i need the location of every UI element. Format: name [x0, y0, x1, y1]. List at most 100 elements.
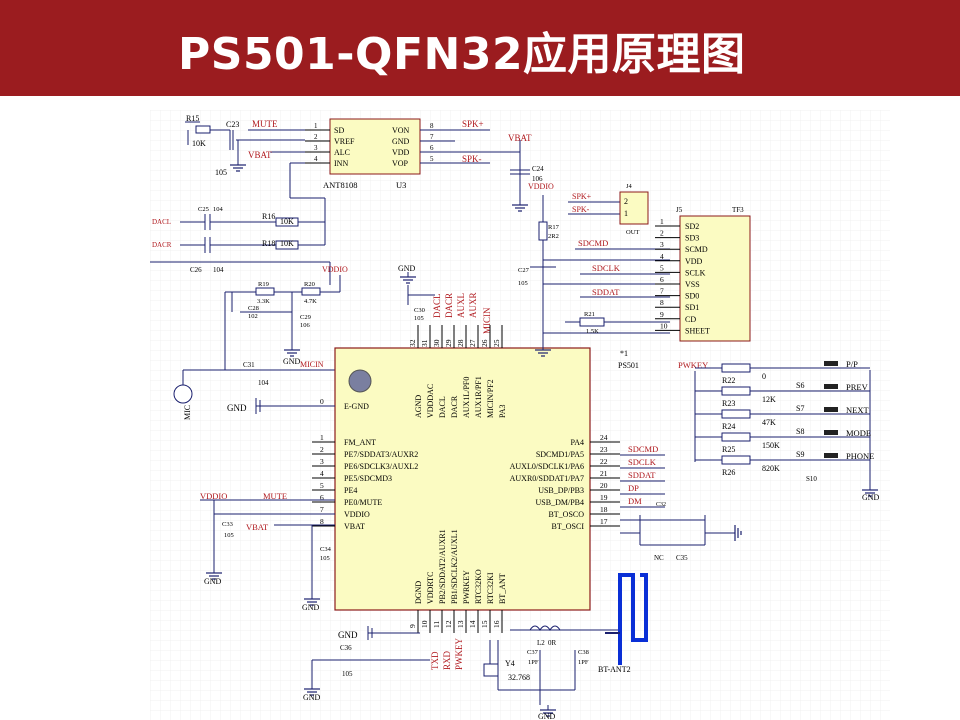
chip-pin-number: 32 — [408, 339, 417, 347]
chip-pin-number: 22 — [600, 457, 608, 466]
net-sddat-tf: SDDAT — [592, 287, 620, 297]
chip-pin-number: 23 — [600, 445, 608, 454]
gnd-label-keys: GND — [862, 493, 880, 502]
tf-pin-number: 6 — [660, 275, 664, 284]
chip-pin-number: 9 — [408, 624, 417, 628]
l2-ref: L2 — [537, 639, 545, 647]
resistor-r19 — [255, 287, 275, 296]
microphone-icon — [173, 384, 193, 404]
connector-j4 — [619, 191, 649, 225]
key-function: MODE — [846, 428, 871, 438]
amp-pin-name: INN — [334, 159, 348, 168]
net-dacr-left: DACR — [152, 241, 172, 249]
c33-value: 105 — [224, 532, 234, 539]
net-vbat-amp2: VBAT — [508, 133, 532, 143]
c37-ref: C37 — [527, 649, 539, 656]
amp-pin-name: VOP — [392, 159, 409, 168]
r21-value: 1.5K — [586, 328, 599, 335]
r19-ref: R19 — [258, 281, 269, 288]
tf-pin-name: SCLK — [685, 268, 706, 277]
amp-ref: U3 — [396, 180, 406, 190]
chip-pin-name: MICIN/PF2 — [486, 379, 495, 418]
tf-pin-number: 2 — [660, 229, 664, 238]
right-wiring — [620, 454, 730, 546]
key-resistor-value: 820K — [762, 464, 780, 473]
chip-pin-number: 25 — [492, 339, 501, 347]
tf-pin-name: SD2 — [685, 222, 699, 231]
r17-value: 2R2 — [548, 233, 559, 240]
y4-value: 32.768 — [508, 673, 530, 682]
gnd-label-mic: GND — [283, 357, 301, 366]
key-resistor-ref: R22 — [722, 376, 735, 385]
c23-value: 105 — [215, 168, 227, 177]
r20-value: 4.7K — [304, 298, 317, 305]
c31-ref: C31 — [243, 361, 255, 369]
c29-value: 106 — [300, 322, 311, 329]
amp-pin-number: 1 — [314, 122, 318, 130]
net-dacl-left: DACL — [152, 218, 171, 226]
net-mute-amp: MUTE — [252, 119, 278, 129]
gnd-label-dgnd: GND — [338, 630, 358, 640]
key-switch-ref: S9 — [796, 450, 804, 459]
amp-pin-number: 2 — [314, 133, 318, 141]
net-spk-n-amp: SPK- — [462, 154, 482, 164]
net-rxd: RXD — [442, 650, 452, 670]
key-resistor — [721, 363, 751, 373]
r19-value: 3.3K — [257, 298, 270, 305]
chip-pin-name: DACR — [450, 395, 459, 418]
resistor-r17 — [538, 221, 548, 241]
chip-pin-number: 10 — [420, 620, 429, 628]
key-resistor-ref: R23 — [722, 399, 735, 408]
key-switch-ref: S7 — [796, 404, 804, 413]
chip-pin-number: 21 — [600, 469, 608, 478]
gnd-label-c36: GND — [303, 693, 321, 702]
antenna-ref: BT-ANT2 — [598, 665, 631, 674]
y4-ref: Y4 — [505, 659, 515, 668]
c30-value: 105 — [414, 315, 424, 322]
c29-ref: C29 — [300, 314, 311, 321]
chip-pin-name: PB2/SDDAT2/AUXR1 — [438, 529, 447, 604]
c36-ref: C36 — [340, 644, 352, 652]
key-resistor-ref: R24 — [722, 422, 735, 431]
net-micin-top: MICIN — [482, 307, 492, 334]
chip-pin-number: 20 — [600, 481, 608, 490]
net-sddat-right: SDDAT — [628, 470, 656, 480]
chip-pin-name: BT_OSCI — [552, 522, 585, 531]
c35-ref: C35 — [676, 554, 688, 562]
key-resistor-value: 150K — [762, 441, 780, 450]
chip-pin-number: 5 — [320, 481, 324, 490]
tf-pin-number: 4 — [660, 252, 664, 261]
c30-ref: C30 — [414, 307, 425, 314]
net-dp: DP — [628, 483, 639, 493]
c23-ref: C23 — [226, 120, 239, 129]
tf-pin-name: SHEET — [685, 326, 710, 335]
key-resistor-ref: R26 — [722, 468, 735, 477]
c24-ref: C24 — [532, 165, 544, 173]
gnd-label-top: GND — [398, 264, 416, 273]
amp-pin-name: VREF — [334, 137, 355, 146]
key-switch — [824, 430, 838, 435]
chip-pin-number: 29 — [444, 339, 453, 347]
amp-pin-name: VDD — [392, 148, 410, 157]
r18-value: 10K — [280, 239, 294, 248]
left-wiring — [200, 398, 335, 595]
c24-value: 106 — [532, 175, 543, 183]
resistor-r15 — [195, 125, 211, 134]
tf-pin-number: 3 — [660, 240, 664, 249]
chip-pin-number: 17 — [600, 517, 608, 526]
c37-value: 1PF — [528, 659, 539, 666]
key-function: PHONE — [846, 451, 874, 461]
chip-pin-name: RTC32KO — [474, 569, 483, 604]
chip-pin-name: E-GND — [344, 402, 369, 411]
chip-pin-number: 6 — [320, 493, 324, 502]
pin1-marker — [348, 369, 372, 393]
key-resistor — [721, 386, 751, 396]
chip-pin-name: DACL — [438, 396, 447, 418]
net-micin: MICIN — [300, 360, 324, 369]
chip-pin-number: 28 — [456, 339, 465, 347]
key-resistor-value: 47K — [762, 418, 776, 427]
net-sdclk-tf: SDCLK — [592, 263, 621, 273]
net-mute-left: MUTE — [263, 491, 287, 501]
